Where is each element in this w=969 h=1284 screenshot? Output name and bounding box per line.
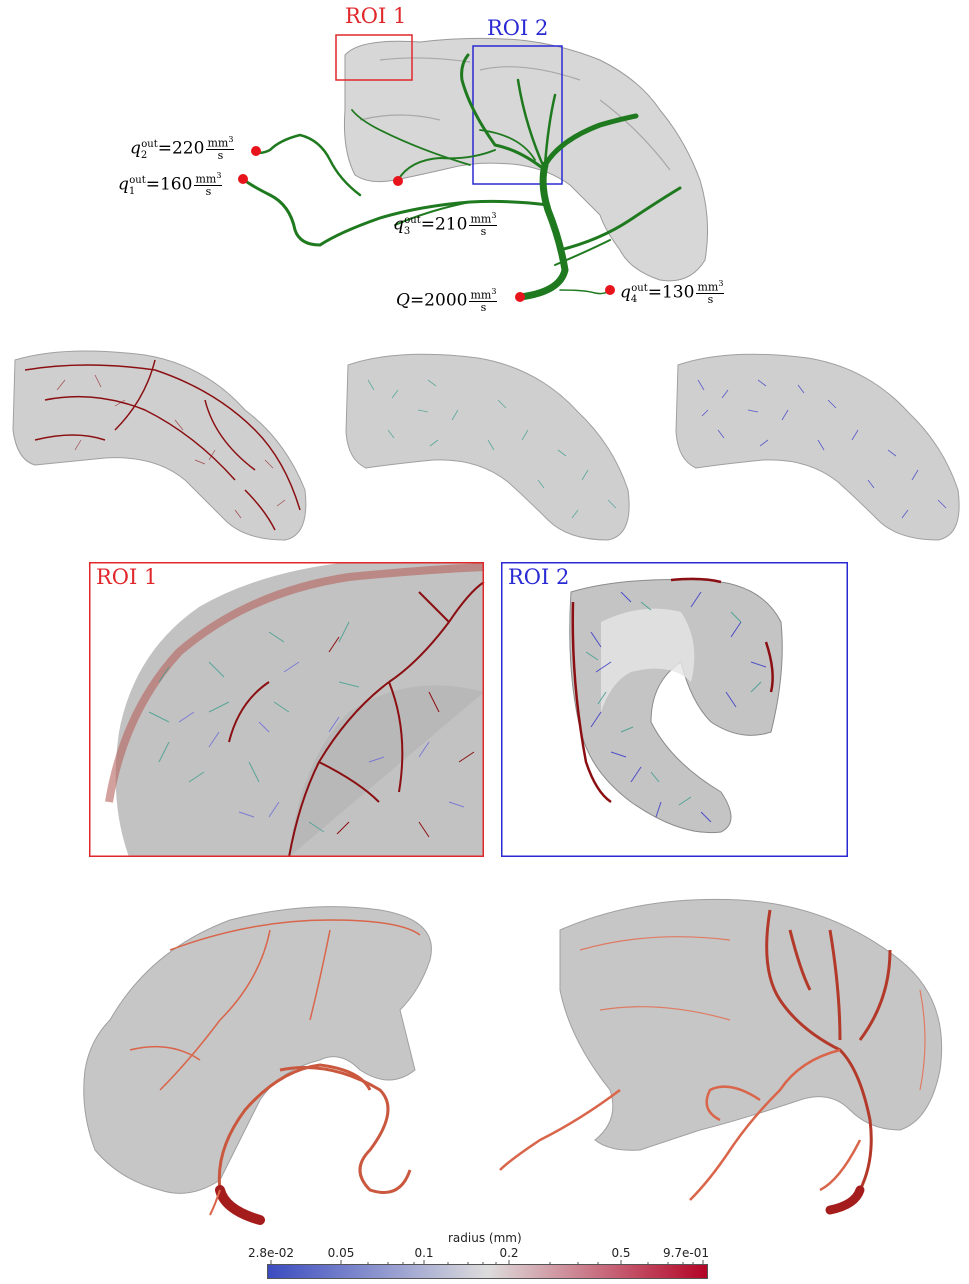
radius-render-right xyxy=(500,890,900,1220)
colorbar-tick-1: 0.05 xyxy=(328,1246,355,1260)
surface-render-blue xyxy=(668,340,968,550)
inlet-Q-marker xyxy=(515,292,525,302)
roi2-label: ROI 2 xyxy=(487,18,548,39)
brain-surface xyxy=(344,38,707,280)
colorbar-minor-ticks xyxy=(268,1260,707,1266)
roi2-zoom-panel xyxy=(501,562,848,857)
outlet-q3-marker xyxy=(393,176,403,186)
colorbar-gradient xyxy=(267,1264,708,1279)
colorbar-tick-3: 0.2 xyxy=(499,1246,518,1260)
surface-render-red xyxy=(5,340,315,550)
colorbar-tick-0: 2.8e-02 xyxy=(248,1246,294,1260)
outlet-q2-marker xyxy=(251,146,261,156)
roi1-label: ROI 1 xyxy=(345,6,406,27)
roi1-zoom-panel xyxy=(89,562,484,857)
colorbar-tick-2: 0.1 xyxy=(414,1246,433,1260)
colorbar-tick-5: 9.7e-01 xyxy=(663,1246,709,1260)
surface-render-teal xyxy=(338,340,638,550)
zoom-roi1-label: ROI 1 xyxy=(96,567,157,588)
colorbar-title: radius (mm) xyxy=(448,1231,522,1245)
colorbar-tick-4: 0.5 xyxy=(611,1246,630,1260)
radius-render-left xyxy=(70,890,450,1220)
zoom-roi2-label: ROI 2 xyxy=(508,567,569,588)
outlet-q1-marker xyxy=(238,174,248,184)
outlet-q4-marker xyxy=(605,285,615,295)
